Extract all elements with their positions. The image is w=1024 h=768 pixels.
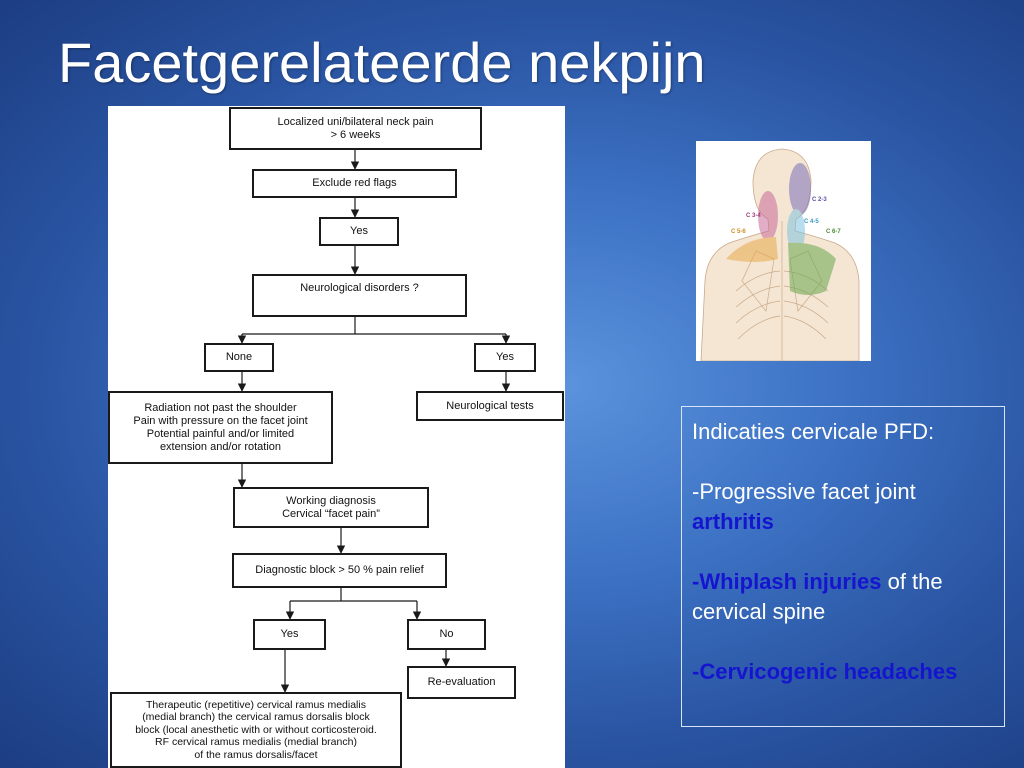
- rib-left-2: [735, 285, 781, 308]
- rib-left-3: [735, 300, 781, 324]
- node-radiation-criteria: Radiation not past the shoulder Pain wit…: [108, 391, 333, 464]
- indication-cervicogenic-highlight: -Cervicogenic headaches: [692, 659, 958, 684]
- indications-heading: Indicaties cervicale PFD:: [692, 419, 935, 444]
- node-diagnostic-block: Diagnostic block > 50 % pain relief: [232, 553, 447, 588]
- zone-c5-6: [726, 237, 778, 262]
- node-working-diagnosis: Working diagnosis Cervical “facet pain”: [233, 487, 429, 528]
- indication-arthritis-highlight: arthritis: [692, 509, 774, 534]
- label-c5-6: C 5-6: [731, 229, 746, 235]
- zone-c4-5: [787, 209, 805, 253]
- zone-c6-7: [788, 242, 836, 295]
- rib-left-4: [737, 315, 781, 340]
- cervical-dermatome-illustration: C 2-3 C 3-4 C 4-5 C 5-6 C 6-7: [696, 141, 871, 361]
- label-c2-3: C 2-3: [812, 197, 827, 203]
- label-c6-7: C 6-7: [826, 229, 841, 235]
- indications-box: Indicaties cervicale PFD: -Progressive f…: [681, 406, 1005, 727]
- facet-pain-flowchart: Localized uni/bilateral neck pain > 6 we…: [108, 106, 565, 768]
- node-neurological-disorders: Neurological disorders ?: [252, 274, 467, 317]
- label-c4-5: C 4-5: [804, 219, 819, 225]
- node-neurological-tests: Neurological tests: [416, 391, 564, 421]
- flowchart-connectors: [237, 150, 511, 693]
- anatomy-figure: C 2-3 C 3-4 C 4-5 C 5-6 C 6-7: [700, 148, 860, 361]
- node-re-evaluation: Re-evaluation: [407, 666, 516, 699]
- node-exclude-red-flags: Exclude red flags: [252, 169, 457, 198]
- indication-whiplash-text: of the cervical spine: [692, 569, 943, 624]
- node-neck-pain: Localized uni/bilateral neck pain > 6 we…: [229, 107, 482, 150]
- body-outline: [700, 148, 860, 361]
- indication-cervicogenic: -Cervicogenic headaches: [692, 657, 994, 687]
- indication-whiplash-highlight: -Whiplash injuries: [692, 569, 882, 594]
- indication-arthritis: -Progressive facet joint arthritis: [692, 477, 994, 537]
- node-no: No: [407, 619, 486, 650]
- label-c3-4: C 3-4: [746, 213, 761, 219]
- node-therapeutic-block: Therapeutic (repetitive) cervical ramus …: [110, 692, 402, 768]
- node-yes-3: Yes: [253, 619, 326, 650]
- rib-right-3: [783, 300, 829, 324]
- rib-right-4: [783, 315, 827, 340]
- zone-c3-4: [758, 191, 778, 241]
- zone-c2-3: [789, 163, 811, 215]
- indication-arthritis-text: -Progressive facet joint: [692, 479, 916, 504]
- indication-whiplash: -Whiplash injuries of the cervical spine: [692, 567, 994, 627]
- node-yes-2: Yes: [474, 343, 536, 372]
- slide-title: Facetgerelateerde nekpijn: [58, 31, 706, 94]
- node-yes-1: Yes: [319, 217, 399, 246]
- node-none: None: [204, 343, 274, 372]
- rib-left-1: [735, 270, 781, 292]
